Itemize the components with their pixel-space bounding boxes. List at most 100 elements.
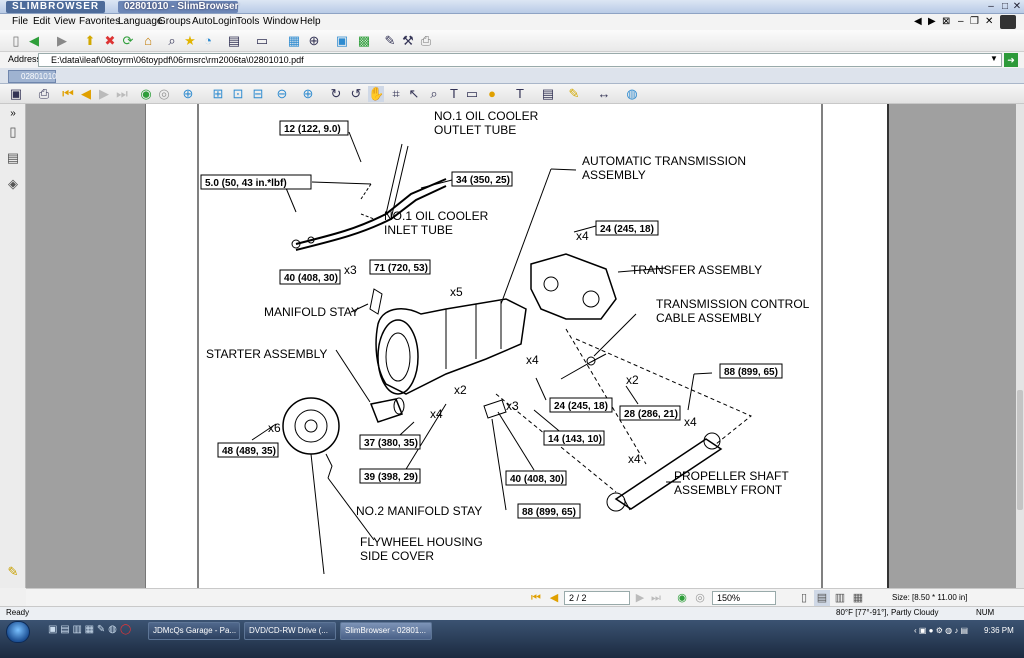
tray-icons[interactable]: ‹ ▣ ● ⚙ ◍ ♪ ▤ [914,626,969,635]
history-icon[interactable]: ◔ [204,33,212,48]
bookmarks-panel-icon[interactable]: ▤ [6,150,20,165]
stop-icon[interactable]: ✖ [104,33,116,48]
go-icon[interactable]: ➜ [1004,53,1018,67]
properties-icon[interactable]: ◍ [626,86,638,101]
prev-page-icon[interactable]: ◀ [81,86,91,101]
start-button[interactable] [6,621,30,643]
favorites-star-icon[interactable]: ★ [184,33,196,48]
print-pdf-icon[interactable]: ⎙ [38,86,50,101]
select-icon[interactable]: ↖ [408,86,420,101]
nav-last-icon[interactable]: ⏭ [651,592,661,604]
taskbar-item[interactable]: DVD/CD-RW Drive (... [244,622,336,640]
single-page-icon[interactable]: ▯ [800,592,808,604]
menu-window[interactable]: Window [263,16,299,27]
forward-icon[interactable]: ▶ [57,33,67,48]
menu-file[interactable]: File [12,16,29,27]
menu-autologin[interactable]: AutoLogin [192,16,238,27]
doc-restore-icon[interactable]: ❐ [970,16,979,27]
page-number-input[interactable]: 2 / 2 [564,591,630,605]
pdf-viewer[interactable]: 12 (122, 9.0) 5.0 (50, 43 in.*lbf) 34 (3… [26,104,1016,588]
window-icon[interactable]: ▣ [335,33,349,48]
continuous-icon[interactable]: ▤ [814,590,830,606]
zoom-plus-icon[interactable]: ⊕ [302,86,314,101]
groups-icon[interactable]: ▤ [227,33,241,48]
address-dropdown-icon[interactable]: ▼ [990,54,998,63]
typewriter-icon[interactable]: T [516,86,524,101]
taskbar-item[interactable]: JDMcQs Garage - Pa... [148,622,240,640]
nav-prev-icon[interactable]: ◀ [549,592,559,604]
nav-back-icon[interactable]: ◉ [677,592,687,604]
part-label: STARTER ASSEMBLY [206,347,327,361]
tab-document[interactable]: 02801010 [8,70,57,83]
tile-icon[interactable]: ⊠ [942,16,951,27]
pages-panel-icon[interactable]: ▯ [9,124,17,139]
text-tool-icon[interactable]: T [450,86,458,101]
zoom-in-icon[interactable]: ⊕ [182,86,194,101]
image-tool-icon[interactable]: ▭ [465,86,479,101]
nav-right-icon[interactable]: ▶ [928,16,936,27]
new-page-icon[interactable]: ▯ [12,33,20,48]
zoom-select[interactable]: 150% [712,591,776,605]
taskbar-item-active[interactable]: SlimBrowser - 02801... [340,622,432,640]
tools-icon[interactable]: ⚒ [402,33,414,48]
last-page-icon[interactable]: ⏭ [116,86,128,101]
rotate-ccw-icon[interactable]: ↺ [350,86,362,101]
hand-tool-icon[interactable]: ✋ [368,86,385,102]
pdf-forward-icon[interactable]: ◎ [158,86,170,101]
menu-view[interactable]: View [54,16,76,27]
chart-icon[interactable]: ▦ [287,33,301,48]
sidebar-collapse-icon[interactable]: » [10,108,16,119]
cover-icon[interactable]: ▦ [852,592,864,604]
opera-icon[interactable]: ◯ [120,624,132,635]
menu-language[interactable]: Language [118,16,163,27]
zoom-icon[interactable]: ⊕ [308,33,320,48]
save-icon[interactable]: ▣ [9,86,23,101]
doc-close-icon[interactable]: ✕ [985,16,994,27]
measure-icon[interactable]: ↔ [597,86,611,101]
close-button[interactable]: ✕ [1012,1,1022,12]
nav-left-icon[interactable]: ◀ [914,16,922,27]
refresh-icon[interactable]: ⟳ [122,33,134,48]
address-input[interactable]: E:\data\ileaf\06toyrm\06toypdf\06rmsrc\r… [38,53,1002,67]
quantity-label: x5 [450,285,463,299]
layers-panel-icon[interactable]: ◈ [8,176,18,191]
popup-icon[interactable]: ▩ [357,33,371,48]
marquee-icon[interactable]: ⌗ [392,86,400,101]
maximize-button[interactable]: □ [1001,1,1009,12]
shape-tool-icon[interactable]: ● [488,86,496,101]
menu-groups[interactable]: Groups [158,16,191,27]
vertical-scrollbar[interactable] [1016,104,1024,588]
menu-favorites[interactable]: Favorites [79,16,121,27]
home-icon[interactable]: ⌂ [144,33,152,48]
scrollbar-thumb[interactable] [1017,390,1023,510]
attach-icon[interactable]: ✎ [568,86,580,101]
search-icon[interactable]: ⌕ [168,33,176,48]
first-page-icon[interactable]: ⏮ [62,86,74,101]
edit-icon[interactable]: ✎ [384,33,396,48]
nav-forward-icon[interactable]: ◎ [695,592,705,604]
find-icon[interactable]: ⌕ [430,86,438,101]
print-icon[interactable]: ⎙ [420,33,432,48]
fit-width-icon[interactable]: ⊡ [232,86,244,101]
attachments-panel-icon[interactable]: ✎ [7,564,19,579]
doc-minimize-icon[interactable]: – [958,16,964,27]
next-page-icon[interactable]: ▶ [99,86,109,101]
pdf-back-icon[interactable]: ◉ [140,86,152,101]
minimize-button[interactable]: – [988,1,994,12]
up-icon[interactable]: ⬆ [84,33,96,48]
facing-icon[interactable]: ▥ [834,592,846,604]
back-icon[interactable]: ◀ [29,33,39,48]
menu-edit[interactable]: Edit [33,16,51,27]
nav-first-icon[interactable]: ⏮ [531,592,541,604]
menu-help[interactable]: Help [300,16,321,27]
nav-next-icon[interactable]: ▶ [635,592,645,604]
note-icon[interactable]: ▤ [541,86,555,101]
page-size-label: Size: [8.50 * 11.00 in] [892,593,968,602]
zoom-out-icon[interactable]: ⊖ [276,86,288,101]
quicklaunch-icons[interactable]: ▣ ▤ ▥ ▦ ✎ ◍ [48,624,117,635]
rotate-icon[interactable]: ↻ [330,86,342,101]
actual-size-icon[interactable]: ⊟ [252,86,264,101]
fit-page-icon[interactable]: ⊞ [212,86,224,101]
image-icon[interactable]: ▭ [255,33,269,48]
menu-tools[interactable]: Tools [236,16,260,27]
